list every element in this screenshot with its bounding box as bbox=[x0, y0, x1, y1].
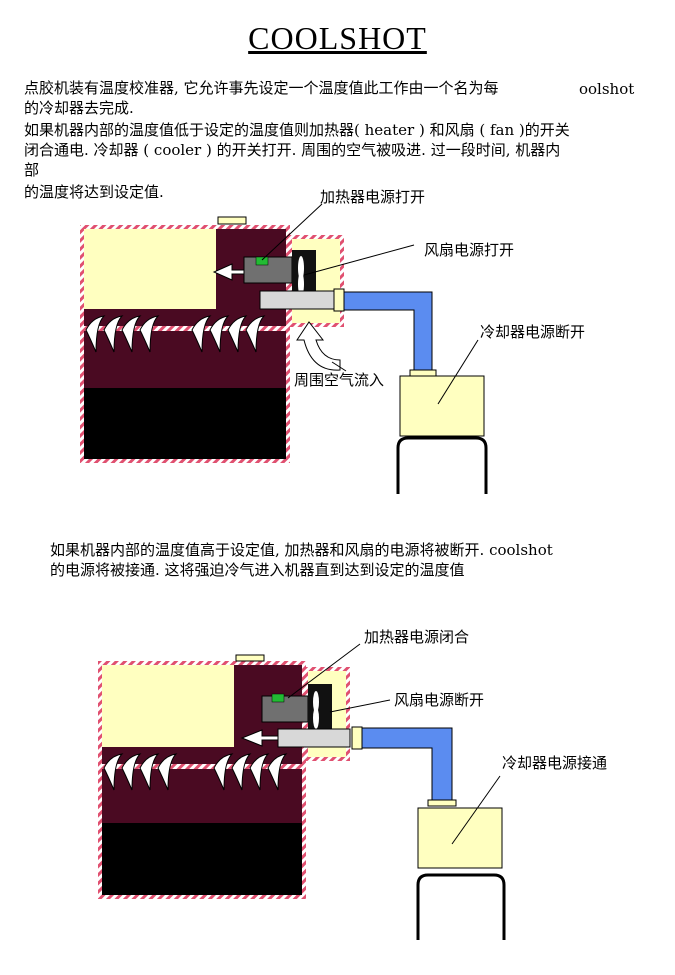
intro-line-1a: 点胶机装有温度校准器, 它允许事先设定一个温度值此工作由一个名为每 bbox=[24, 79, 499, 97]
intake-arrow-icon bbox=[296, 321, 341, 371]
ambient-air-label: 周围空气流入 bbox=[294, 371, 385, 389]
heater bbox=[261, 693, 309, 723]
intro-line-2: 的冷却器去完成. bbox=[24, 99, 134, 117]
air-tube bbox=[259, 290, 335, 310]
fan-off-label: 风扇电源断开 bbox=[394, 691, 485, 709]
cooler-on-label: 冷却器电源接通 bbox=[502, 754, 608, 772]
cooler-box bbox=[417, 807, 503, 869]
heater-on-label: 加热器电源打开 bbox=[320, 188, 426, 206]
middle-line-2: 的电源将被接通. 这将强迫冷气进入机器直到达到设定的温度值 bbox=[50, 561, 465, 579]
callout-lines bbox=[261, 203, 479, 405]
cooler-pipe bbox=[361, 727, 453, 801]
cooler-neck bbox=[427, 799, 457, 807]
tube-flange bbox=[333, 288, 345, 312]
intro-line-5: 部 bbox=[24, 161, 40, 179]
cooler-pipe bbox=[343, 291, 433, 371]
airflow-curves bbox=[85, 315, 266, 353]
cooler-stand bbox=[416, 873, 506, 940]
airflow-curves bbox=[103, 753, 288, 791]
cooler-stand bbox=[396, 436, 488, 494]
callout-lines bbox=[287, 643, 501, 845]
cooler-off-label: 冷却器电源断开 bbox=[480, 323, 586, 341]
middle-line-1: 如果机器内部的温度值高于设定值, 加热器和风扇的电源将被断开. coolshot bbox=[50, 541, 553, 559]
intro-line-3: 如果机器内部的温度值低于设定的温度值则加热器( heater ) 和风扇 ( f… bbox=[24, 121, 570, 139]
heater bbox=[243, 256, 293, 284]
tube-flange bbox=[351, 726, 363, 750]
heater-closed-label: 加热器电源闭合 bbox=[364, 628, 470, 646]
cooler-neck bbox=[409, 369, 437, 377]
cooler-box bbox=[399, 375, 485, 437]
fan-icon bbox=[308, 684, 332, 732]
diagram-cooling bbox=[98, 643, 506, 940]
air-tube bbox=[277, 728, 351, 748]
fan-on-label: 风扇电源打开 bbox=[424, 241, 515, 259]
intro-line-4: 闭合通电. 冷却器 ( cooler ) 的开关打开. 周围的空气被吸进. 过一… bbox=[24, 141, 561, 159]
page-title: COOLSHOT bbox=[248, 20, 427, 56]
intro-line-6: 的温度将达到设定值. bbox=[24, 183, 164, 201]
intro-line-1b: oolshot bbox=[579, 80, 635, 98]
left-arrow-icon bbox=[212, 263, 245, 281]
left-arrow-icon bbox=[240, 729, 279, 747]
diagram-heating bbox=[80, 203, 488, 494]
